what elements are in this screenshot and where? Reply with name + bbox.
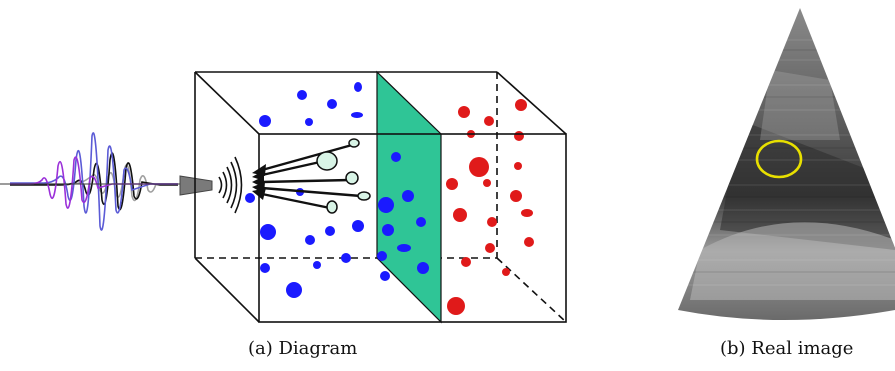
sound-wave-icon (218, 156, 243, 214)
particle (341, 253, 351, 263)
reflector (357, 191, 371, 201)
scatterer-reflectors (252, 138, 371, 214)
caption-diagram: (a) Diagram (248, 338, 358, 359)
particle (305, 118, 313, 126)
box-edge-diag-bl (194, 257, 260, 323)
particle (260, 263, 270, 273)
particle (461, 257, 471, 267)
particle (521, 209, 533, 217)
echo-arrow (261, 160, 321, 177)
particle (514, 131, 524, 141)
box-edge-diag-tr (496, 71, 567, 135)
waveform-signals (0, 132, 180, 231)
waveform-gray (10, 164, 178, 202)
particle (313, 261, 321, 269)
ultrasound-panel (678, 8, 895, 320)
particle (260, 224, 276, 240)
particle (447, 297, 465, 315)
particle (259, 115, 271, 127)
particle (416, 217, 426, 227)
particle (483, 179, 491, 187)
particle (325, 226, 335, 236)
particle (391, 152, 401, 162)
reflector (348, 138, 360, 148)
echo-arrow (261, 186, 362, 198)
particle (458, 106, 470, 118)
particle (515, 99, 527, 111)
particle (297, 90, 307, 100)
speckle-texture (680, 39, 895, 300)
particle (485, 243, 495, 253)
reflector (345, 171, 359, 185)
transducer-icon (179, 175, 213, 196)
particle (305, 235, 315, 245)
particle (514, 162, 522, 170)
particle (453, 208, 467, 222)
particle (377, 251, 387, 261)
echo-arrow (261, 178, 351, 184)
blue-particles (245, 82, 429, 298)
particle (286, 282, 302, 298)
particle (327, 99, 337, 109)
box-edge-diag-tl (194, 71, 260, 135)
particle (487, 217, 497, 227)
highlight-circle (755, 139, 803, 179)
particle (524, 237, 534, 247)
reflector (316, 151, 338, 171)
particle (245, 193, 255, 203)
particle (484, 116, 494, 126)
particle (354, 82, 362, 92)
waveform-violet (10, 156, 178, 209)
diagram-panel (0, 70, 567, 324)
particle (446, 178, 458, 190)
particle (382, 224, 394, 236)
reflector (326, 200, 338, 214)
particle (510, 190, 522, 202)
particle (380, 271, 390, 281)
echo-arrow (261, 192, 331, 210)
box-edge-diag-br (496, 257, 567, 323)
echo-arrow (261, 143, 353, 172)
particle (469, 157, 489, 177)
particle (352, 220, 364, 232)
particle (397, 244, 411, 252)
box-front-face (258, 133, 567, 323)
particle (502, 268, 510, 276)
particle (378, 197, 394, 213)
particle (351, 112, 363, 118)
waveform-black (10, 152, 178, 211)
particle (402, 190, 414, 202)
red-particles (446, 99, 534, 315)
caption-real-image: (b) Real image (720, 338, 854, 359)
particle (417, 262, 429, 274)
waveform-blue (10, 132, 178, 231)
